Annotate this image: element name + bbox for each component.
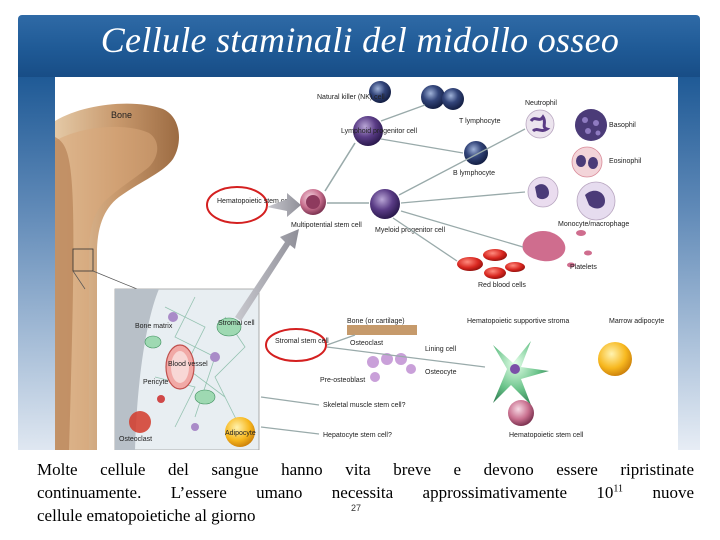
label-blood-vessel: Blood vessel xyxy=(168,361,208,368)
label-adipocyte: Adipocyte xyxy=(225,430,256,437)
stem-cell-diagram: Bone Bone matrix Stromal cell Blood vess… xyxy=(55,77,678,450)
t-lymphocyte-1 xyxy=(421,85,445,109)
monocyte-macrophage xyxy=(527,176,616,221)
caption-line-2-text: continuamente. L’essere umano necessita … xyxy=(37,483,568,502)
arrow-hematopoietic xyxy=(267,193,301,217)
label-pericyte: Pericyte xyxy=(143,379,168,386)
t-lymphocyte-2 xyxy=(442,88,464,110)
label-multipotential-stem-cell: Multipotential stem cell xyxy=(291,222,362,229)
slide-title: Cellule staminali del midollo osseo xyxy=(100,20,620,60)
caption-line-2: continuamente. L’essere umano necessita … xyxy=(37,481,694,504)
label-skeletal-muscle-stem-cell: Skeletal muscle stem cell? xyxy=(323,402,406,409)
label-hematopoietic-stem-cell: Hematopoietic stem cell xyxy=(217,198,292,205)
label-pre-osteoblast: Pre-osteoblast xyxy=(320,377,365,384)
caption-line-2-end: nuove xyxy=(652,483,695,502)
page-number: 27 xyxy=(351,503,362,513)
neutrophil xyxy=(525,109,555,139)
highlight-hematopoietic xyxy=(206,186,268,224)
title-bar xyxy=(18,15,700,77)
label-marrow-adipocyte: Marrow adipocyte xyxy=(609,318,664,325)
label-nk-cell: Natural killer (NK) cell xyxy=(317,94,385,101)
marrow-adipocyte xyxy=(598,342,632,376)
left-frame-gradient xyxy=(18,77,55,450)
hematopoietic-stem-cell-2 xyxy=(508,400,534,426)
myeloid-progenitor-cell xyxy=(370,189,400,219)
label-lymphoid-progenitor: Lymphoid progenitor cell xyxy=(341,128,417,135)
label-stromal-stem-cell: Stromal stem cell xyxy=(275,338,329,345)
eosinophil xyxy=(571,146,603,178)
bone-cartilage-bar xyxy=(347,325,417,335)
marrow-inset xyxy=(114,288,260,450)
label-stromal-cell: Stromal cell xyxy=(218,320,255,327)
label-hematopoietic-supportive-stroma: Hematopoietic supportive stroma xyxy=(467,318,569,325)
label-b-lymphocyte: B lymphocyte xyxy=(453,170,495,177)
label-t-lymphocyte: T lymphocyte xyxy=(459,118,501,125)
osteoblast-cells xyxy=(367,353,416,382)
label-myeloid-progenitor: Myeloid progenitor cell xyxy=(375,227,445,234)
label-osteocyte: Osteocyte xyxy=(425,369,457,376)
nk-cell xyxy=(369,81,391,103)
caption-line-1: Molte cellule del sangue hanno vita brev… xyxy=(37,460,694,479)
basophil xyxy=(575,109,607,141)
arrow-stromal-up xyxy=(235,229,299,321)
highlight-stromal xyxy=(265,328,327,362)
label-neutrophil: Neutrophil xyxy=(525,100,557,107)
caption-line-3: cellule ematopoietiche al giorno xyxy=(37,506,256,525)
label-basophil: Basophil xyxy=(609,122,636,129)
red-blood-cells xyxy=(457,249,525,279)
stromal-reticular-cell xyxy=(493,341,549,405)
platelets xyxy=(522,230,592,268)
label-osteoclast-small: Osteoclast xyxy=(119,436,152,443)
label-bone: Bone xyxy=(111,110,132,120)
label-lining-cell: Lining cell xyxy=(425,346,457,353)
label-hepatocyte-stem-cell: Hepatocyte stem cell? xyxy=(323,432,392,439)
caption-power-base: 10 xyxy=(596,483,614,502)
caption-power: 1011 xyxy=(596,483,623,502)
bone-illustration xyxy=(55,103,179,450)
label-platelets: Platelets xyxy=(570,264,597,271)
label-bone-or-cartilage: Bone (or cartilage) xyxy=(347,318,405,325)
b-lymphocyte xyxy=(464,141,488,165)
label-hematopoietic-stem-cell-2: Hematopoietic stem cell xyxy=(509,432,584,439)
label-eosinophil: Eosinophil xyxy=(609,158,642,165)
label-monocyte-macrophage: Monocyte/macrophage xyxy=(558,221,629,228)
right-frame-gradient xyxy=(678,77,700,450)
multipotential-stem-cell xyxy=(300,189,326,215)
label-red-blood-cells: Red blood cells xyxy=(478,282,526,289)
label-osteoclast: Osteoclast xyxy=(350,340,383,347)
zoom-box xyxy=(72,248,94,272)
caption: Molte cellule del sangue hanno vita brev… xyxy=(37,458,694,527)
caption-power-exponent: 11 xyxy=(613,483,624,495)
lymphoid-progenitor-cell xyxy=(353,116,383,146)
label-bone-matrix: Bone matrix xyxy=(135,323,173,330)
